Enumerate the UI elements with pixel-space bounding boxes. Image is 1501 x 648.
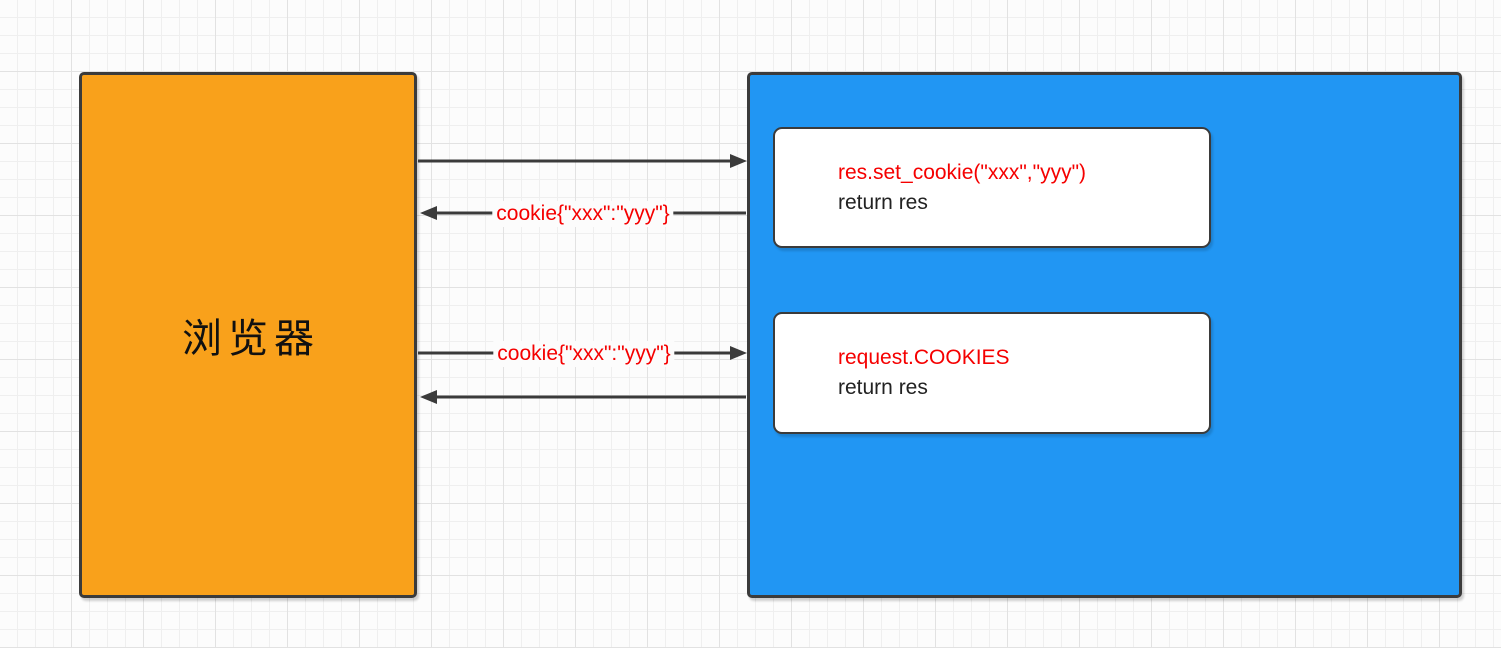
set-cookie-code-line: res.set_cookie("xxx","yyy") <box>838 160 1087 184</box>
browser-label: 浏览器 <box>182 316 320 361</box>
browser-box: 浏览器 <box>79 72 417 598</box>
return-res-line: return res <box>838 190 928 214</box>
request-cookie-label: cookie{"xxx":"yyy"} <box>493 341 675 367</box>
arrow-request-top-icon <box>418 154 747 168</box>
response-cookie-label: cookie{"xxx":"yyy"} <box>492 201 674 227</box>
request-cookies-card: request.COOKIES return res <box>773 312 1211 434</box>
set-cookie-card: res.set_cookie("xxx","yyy") return res <box>773 127 1211 248</box>
arrow-response-bottom-icon <box>420 390 746 404</box>
return-res-line: return res <box>838 376 928 399</box>
request-cookies-code-line: request.COOKIES <box>838 346 1010 369</box>
